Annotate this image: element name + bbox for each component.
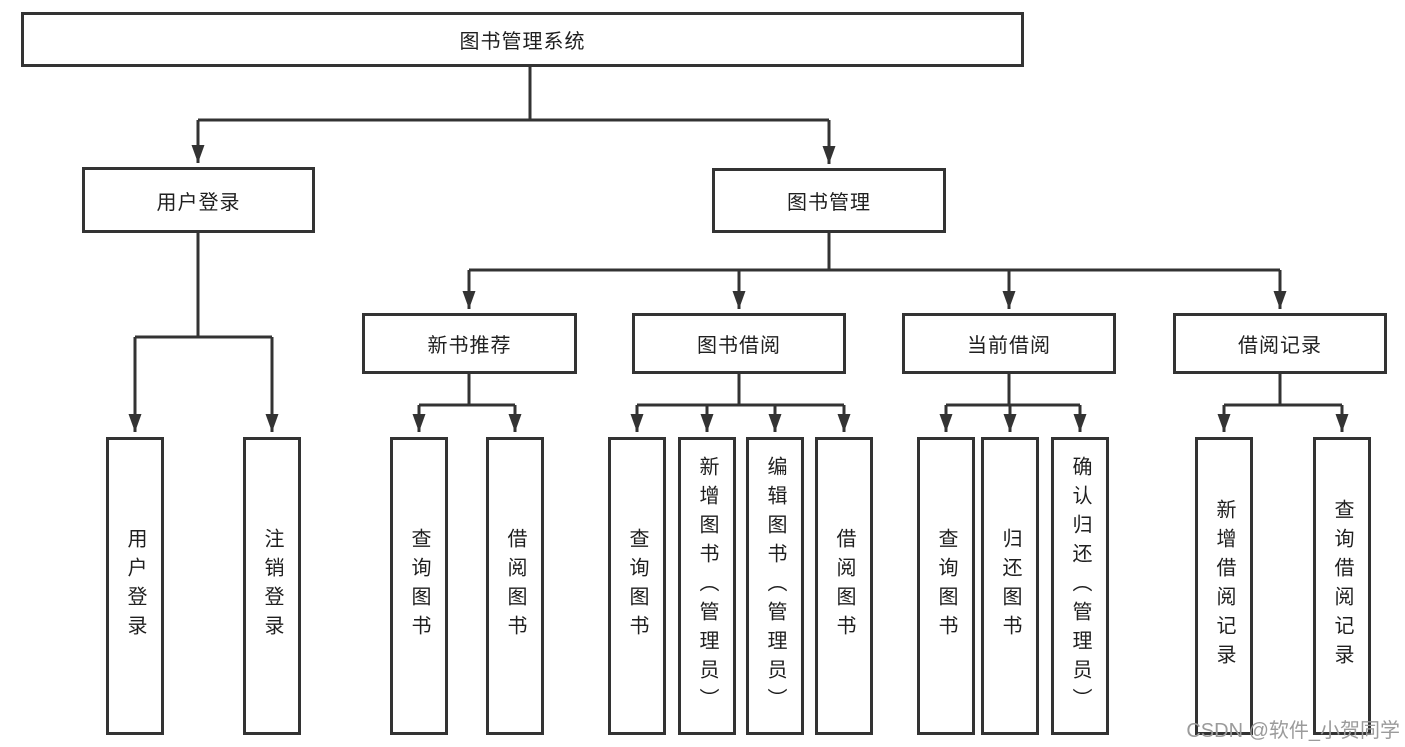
csdn-watermark: CSDN @软件_小贺同学 — [1186, 720, 1400, 742]
leaf-edit-book-admin-label: 编辑图书（管理员） — [764, 455, 786, 717]
node-borrow-records: 借阅记录 — [1173, 313, 1387, 374]
node-borrow-records-label: 借阅记录 — [1238, 335, 1322, 357]
leaf-return-book-label: 归还图书 — [999, 528, 1021, 644]
leaf-add-borrow-record-label: 新增借阅记录 — [1213, 499, 1235, 673]
leaf-query-books-borrow-label: 查询图书 — [626, 528, 648, 644]
leaf-query-books-borrow: 查询图书 — [608, 437, 666, 735]
node-current-borrow: 当前借阅 — [902, 313, 1116, 374]
node-book-management-label: 图书管理 — [787, 192, 871, 214]
leaf-confirm-return-admin: 确认归还（管理员） — [1051, 437, 1109, 735]
leaf-add-book-admin-label: 新增图书（管理员） — [696, 455, 718, 717]
leaf-query-books-current-label: 查询图书 — [935, 528, 957, 644]
leaf-edit-book-admin: 编辑图书（管理员） — [746, 437, 804, 735]
leaf-query-books-recommend: 查询图书 — [390, 437, 448, 735]
leaf-return-book: 归还图书 — [981, 437, 1039, 735]
leaf-borrow-books: 借阅图书 — [815, 437, 873, 735]
leaf-query-books-recommend-label: 查询图书 — [408, 528, 430, 644]
leaf-user-login: 用户登录 — [106, 437, 164, 735]
node-new-book-recommend: 新书推荐 — [362, 313, 577, 374]
node-book-management: 图书管理 — [712, 168, 946, 233]
leaf-logout: 注销登录 — [243, 437, 301, 735]
node-new-book-recommend-label: 新书推荐 — [427, 335, 512, 357]
leaf-add-book-admin: 新增图书（管理员） — [678, 437, 736, 735]
leaf-user-login-label: 用户登录 — [124, 528, 146, 644]
leaf-borrow-books-recommend: 借阅图书 — [486, 437, 544, 735]
node-book-borrow: 图书借阅 — [632, 313, 846, 374]
node-user-login: 用户登录 — [82, 167, 315, 233]
node-current-borrow-label: 当前借阅 — [967, 335, 1051, 357]
leaf-confirm-return-admin-label: 确认归还（管理员） — [1069, 455, 1091, 717]
node-library-management-system-label: 图书管理系统 — [459, 31, 586, 53]
leaf-query-borrow-record: 查询借阅记录 — [1313, 437, 1371, 735]
node-book-borrow-label: 图书借阅 — [697, 335, 781, 357]
node-library-management-system: 图书管理系统 — [21, 12, 1024, 67]
leaf-query-borrow-record-label: 查询借阅记录 — [1331, 499, 1353, 673]
leaf-logout-label: 注销登录 — [261, 528, 283, 644]
node-user-login-label: 用户登录 — [156, 191, 241, 214]
leaf-borrow-books-label: 借阅图书 — [833, 528, 855, 644]
leaf-add-borrow-record: 新增借阅记录 — [1195, 437, 1253, 735]
leaf-query-books-current: 查询图书 — [917, 437, 975, 735]
leaf-borrow-books-recommend-label: 借阅图书 — [504, 528, 526, 644]
